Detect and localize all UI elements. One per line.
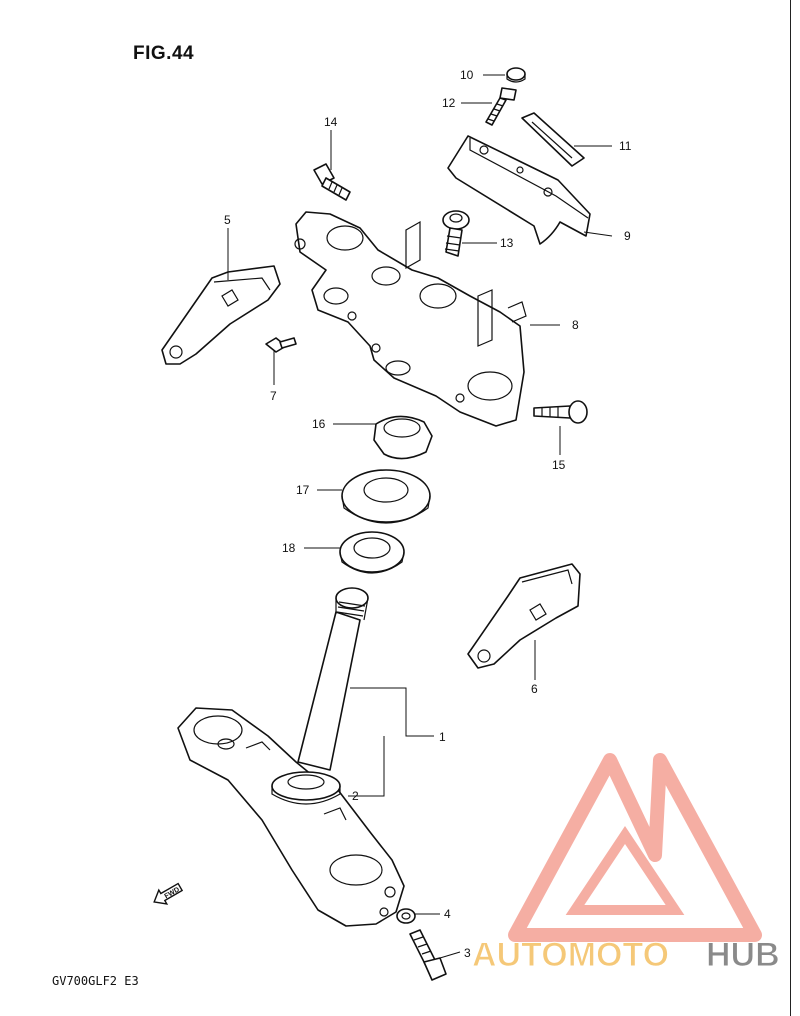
callout-8: 8 (572, 318, 579, 332)
part-5-left-bracket (161, 265, 281, 365)
part-10-cap (506, 67, 526, 83)
part-12-bolt (485, 87, 517, 126)
callout-5: 5 (224, 213, 231, 227)
part-1-steering-stem (177, 587, 405, 927)
part-8-upper-bracket (294, 211, 527, 427)
callout-2: 2 (352, 789, 359, 803)
callout-11: 11 (619, 139, 632, 153)
leader-lines (227, 74, 613, 959)
callout-3: 3 (464, 946, 471, 960)
callout-16: 16 (312, 417, 326, 431)
callout-numbers: 1 2 3 4 5 6 7 8 9 10 11 12 13 14 15 16 1… (224, 68, 632, 960)
part-13-bolt (442, 210, 470, 257)
callout-1: 1 (439, 730, 446, 744)
callout-13: 13 (500, 236, 514, 250)
callout-14: 14 (324, 115, 338, 129)
callout-6: 6 (531, 682, 538, 696)
callout-12: 12 (442, 96, 456, 110)
callout-10: 10 (460, 68, 474, 82)
part-18-bearing (339, 531, 405, 574)
callout-17: 17 (296, 483, 310, 497)
callout-4: 4 (444, 907, 451, 921)
part-15-bolt (533, 400, 588, 424)
part-4-washer (396, 908, 416, 924)
part-14-bolt (313, 163, 351, 201)
callout-9: 9 (624, 229, 631, 243)
watermark-text: AUTOMOTO HUB (472, 936, 781, 975)
page-edge-rule (790, 0, 791, 1016)
fwd-label: FWD (164, 886, 181, 900)
callout-18: 18 (282, 541, 296, 555)
part-16-nut (373, 415, 433, 460)
figure-title: FIG.44 (133, 43, 195, 64)
part-17-bearing (341, 469, 431, 524)
model-code: GV700GLF2 E3 (52, 974, 139, 988)
callout-7: 7 (270, 389, 277, 403)
part-7-bolt (265, 337, 297, 353)
part-9-holder-cover (447, 135, 591, 245)
part-2-race (271, 771, 341, 805)
part-6-right-bracket (467, 563, 581, 669)
part-11-label-plate (521, 112, 585, 167)
watermark-text-part2: HUB (706, 936, 780, 974)
watermark-text-part1: AUTOMOTO (472, 936, 669, 974)
forward-arrow-icon: FWD (153, 882, 184, 905)
part-3-bolt (409, 929, 447, 981)
watermark-logo (508, 753, 762, 942)
callout-15: 15 (552, 458, 566, 472)
